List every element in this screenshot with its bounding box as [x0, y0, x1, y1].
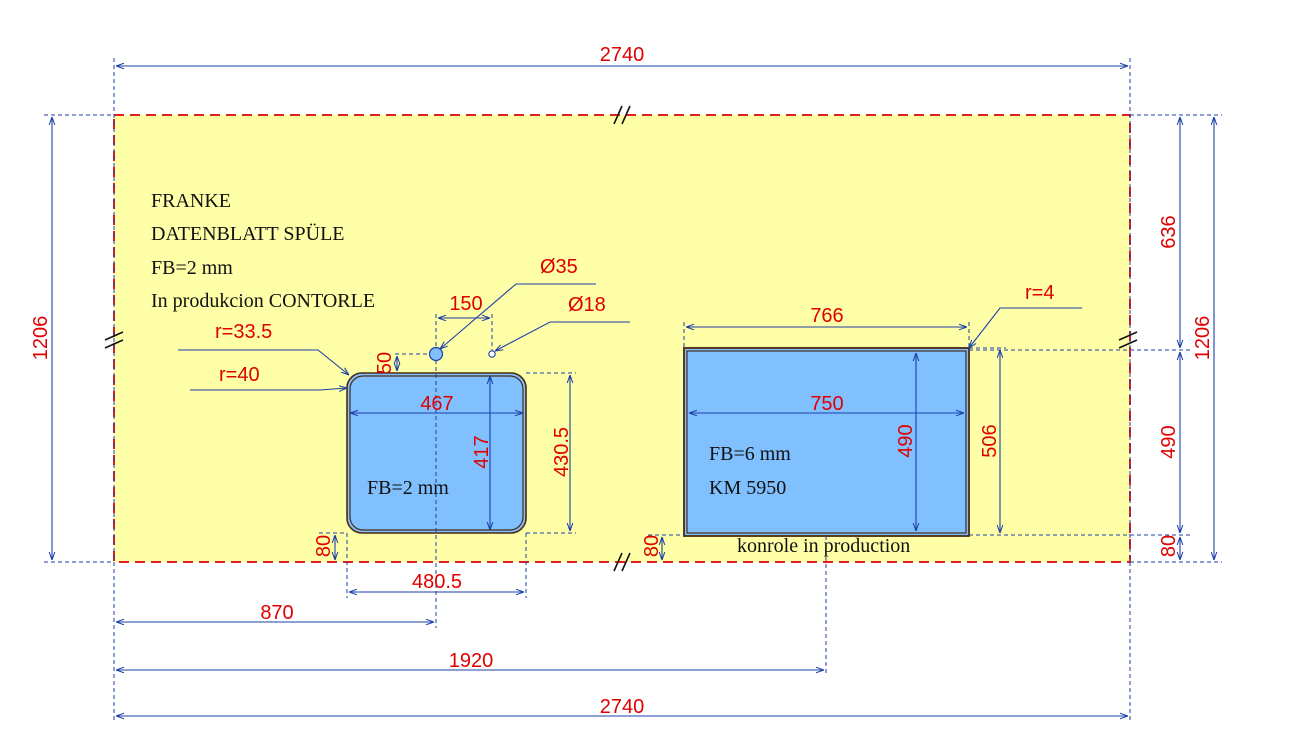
dim-tap-spacing: 150 — [449, 293, 482, 315]
break-mark-bottom — [613, 552, 631, 572]
break-mark-left — [104, 331, 124, 349]
dim-sink-inner-width: 467 — [420, 393, 453, 415]
note-brand: FRANKE — [151, 190, 231, 212]
dim-total-top: 2740 — [600, 44, 645, 66]
tap-hole-large — [428, 346, 444, 362]
note-production: In produkcion CONTORLE — [151, 290, 375, 312]
dim-sink-radius-outer: r=33.5 — [215, 321, 272, 343]
dim-cooktop-inner-width: 750 — [810, 393, 843, 415]
dim-cooktop-radius: r=4 — [1025, 282, 1054, 304]
dim-depth-left: 1206 — [30, 316, 52, 361]
dim-cooktop-front-offset: 80 — [641, 535, 663, 557]
note-datasheet: DATENBLATT SPÜLE — [151, 222, 345, 245]
note-cooktop-fb: FB=6 mm — [709, 443, 791, 465]
cooktop-cutout-outer — [683, 347, 970, 537]
note-fb-main: FB=2 mm — [151, 257, 233, 279]
dim-tap-hole-small: Ø18 — [568, 294, 606, 316]
dim-cooktop-outer-depth: 506 — [979, 424, 1001, 457]
dim-cooktop-outer-width: 766 — [810, 305, 843, 327]
break-mark-top — [613, 105, 631, 125]
dim-cooktop-inner-depth: 490 — [895, 424, 917, 457]
dim-sink-inner-depth: 417 — [471, 435, 493, 468]
dim-offset-1920: 1920 — [449, 650, 494, 672]
note-sink-fb: FB=2 mm — [367, 477, 449, 499]
dim-tap-hole-large: Ø35 — [540, 256, 578, 278]
dim-sink-outer-depth: 430.5 — [551, 427, 573, 477]
dim-sink-front-offset: 80 — [313, 535, 335, 557]
dim-tap-offset: 50 — [374, 352, 396, 374]
dim-offset-870: 870 — [260, 602, 293, 624]
break-mark-right — [1118, 331, 1138, 349]
dim-depth-right: 1206 — [1192, 316, 1214, 361]
dim-sink-outer-width: 480.5 — [412, 571, 462, 593]
tap-hole-small — [488, 350, 496, 358]
dim-right-490: 490 — [1158, 425, 1180, 458]
dimension-lines — [52, 66, 1214, 716]
note-cooktop-check: konrole in production — [737, 535, 910, 557]
note-cooktop-model: KM 5950 — [709, 477, 786, 499]
dim-sink-radius-inner: r=40 — [219, 364, 260, 386]
dim-total-bottom: 2740 — [600, 696, 645, 718]
dim-right-80: 80 — [1158, 535, 1180, 557]
cooktop-cutout-inner — [686, 350, 967, 534]
leader-lines — [178, 283, 1082, 390]
dim-back-offset: 636 — [1158, 215, 1180, 248]
